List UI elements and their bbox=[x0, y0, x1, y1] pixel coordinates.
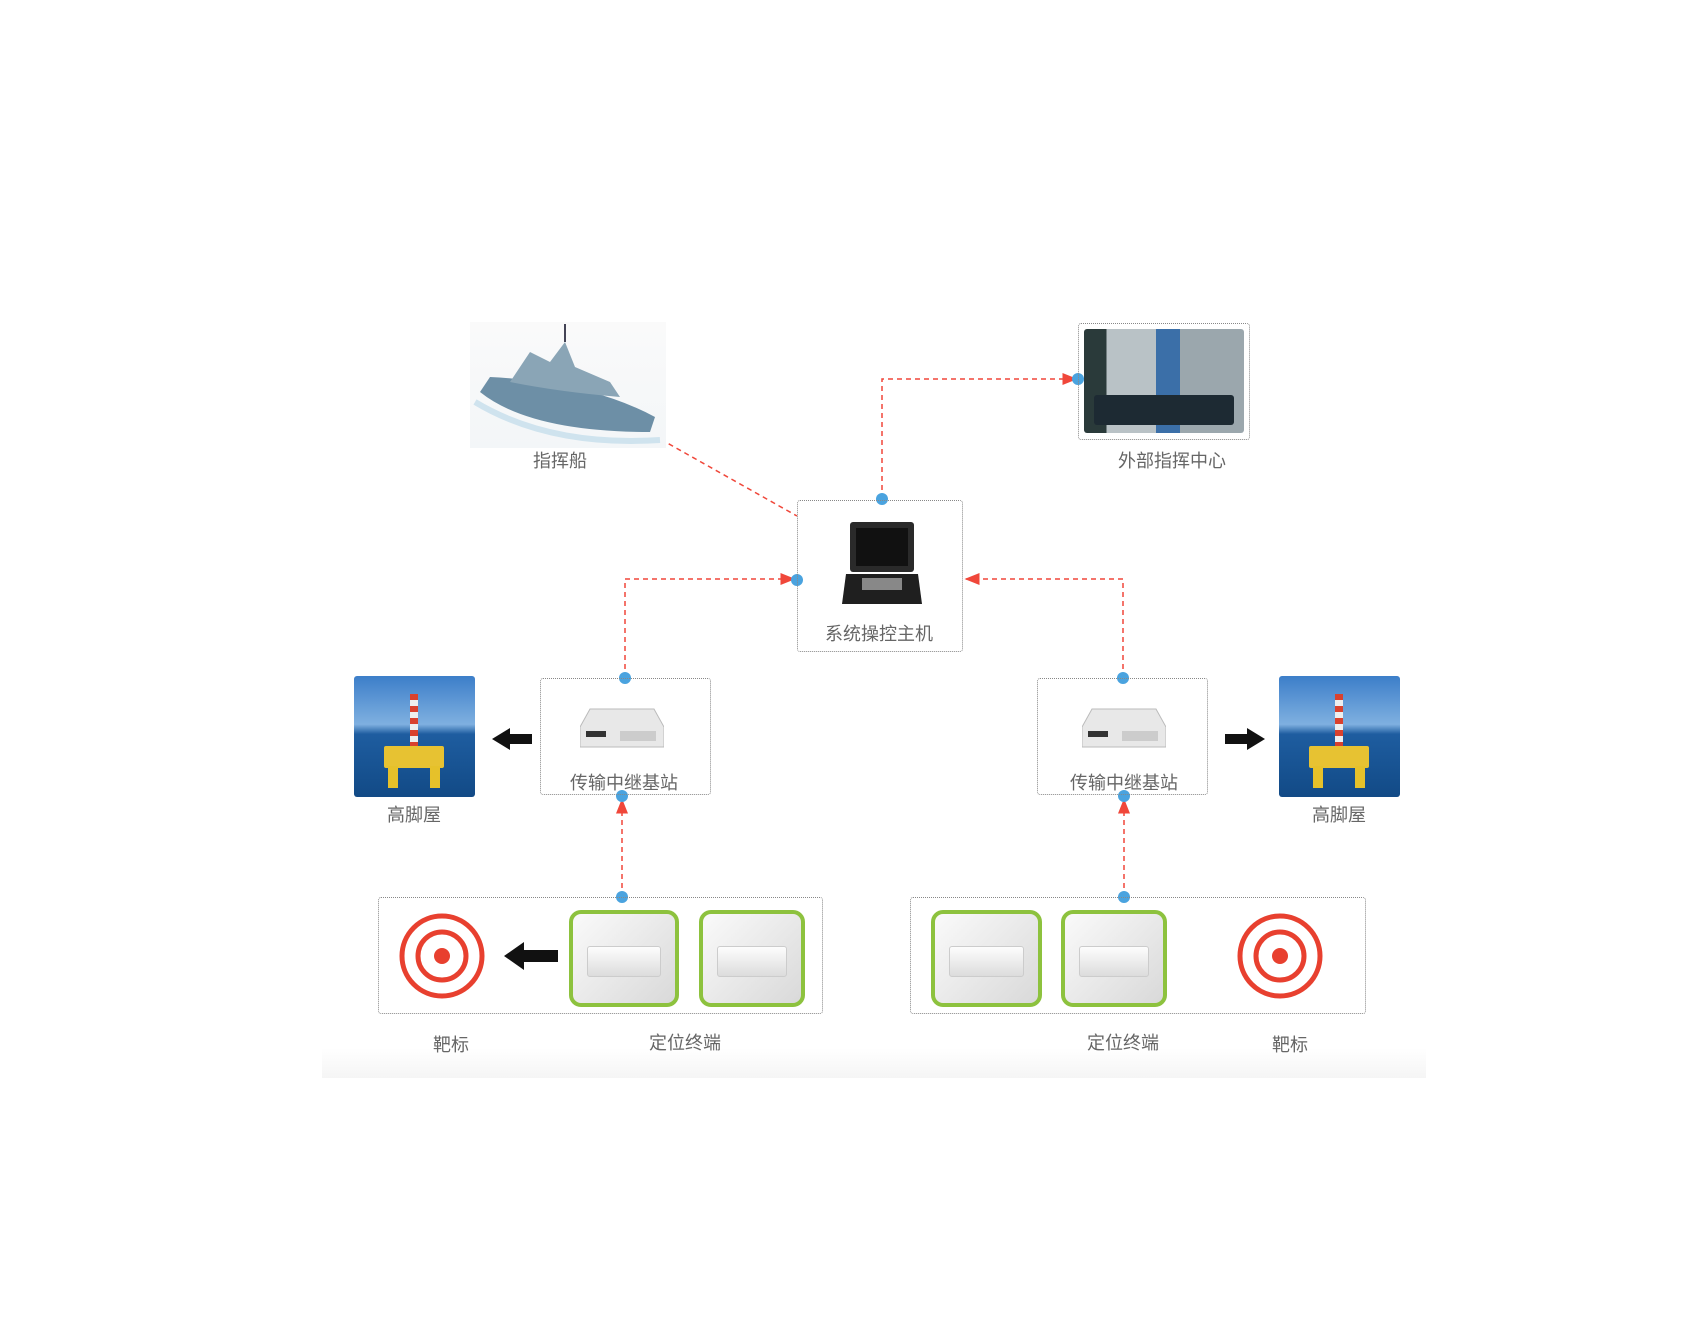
command-center-image bbox=[1084, 329, 1244, 433]
target-icon bbox=[399, 913, 485, 999]
relay-left-label: 传输中继基站 bbox=[570, 773, 678, 794]
left-relay-to-host-link bbox=[624, 573, 796, 678]
external-center-label: 外部指挥中心 bbox=[1118, 451, 1226, 472]
bottom-shadow-band bbox=[322, 1048, 1426, 1078]
arrow-left-icon bbox=[504, 942, 558, 970]
stilt-house-right-label: 高脚屋 bbox=[1312, 805, 1366, 826]
port-dot bbox=[616, 790, 628, 802]
command-ship-image bbox=[470, 322, 666, 448]
laptop-icon bbox=[842, 520, 922, 608]
right-relay-to-host-link bbox=[964, 573, 1124, 678]
target-left-label: 靶标 bbox=[433, 1035, 469, 1056]
stilt-house-left-label: 高脚屋 bbox=[387, 805, 441, 826]
left-terminal-group[interactable] bbox=[378, 897, 823, 1014]
terminal-left-label: 定位终端 bbox=[649, 1033, 721, 1054]
external-center-node[interactable] bbox=[1078, 323, 1250, 440]
host-to-center-link bbox=[881, 373, 1078, 499]
server-icon bbox=[579, 705, 665, 749]
right-terminal-group[interactable] bbox=[910, 897, 1366, 1014]
stilt-house-left-image bbox=[354, 676, 475, 797]
positioning-terminal-device bbox=[931, 910, 1042, 1007]
positioning-terminal-device bbox=[1061, 910, 1167, 1007]
ship-icon bbox=[473, 324, 661, 444]
command-ship-label: 指挥船 bbox=[533, 451, 587, 472]
arrow-right-icon bbox=[1225, 728, 1265, 750]
server-icon bbox=[1081, 705, 1167, 749]
target-icon bbox=[1237, 913, 1323, 999]
port-dot bbox=[876, 493, 888, 505]
relay-left-node[interactable] bbox=[540, 678, 711, 795]
host-label: 系统操控主机 bbox=[825, 624, 933, 645]
target-right-label: 靶标 bbox=[1272, 1035, 1308, 1056]
port-dot bbox=[1118, 790, 1130, 802]
positioning-terminal-device bbox=[699, 910, 805, 1007]
relay-right-label: 传输中继基站 bbox=[1070, 773, 1178, 794]
stilt-house-right-image bbox=[1279, 676, 1400, 797]
positioning-terminal-device bbox=[569, 910, 679, 1007]
ship-to-host-link bbox=[652, 434, 798, 517]
relay-right-node[interactable] bbox=[1037, 678, 1208, 795]
arrow-left-icon bbox=[492, 728, 532, 750]
terminal-right-label: 定位终端 bbox=[1087, 1033, 1159, 1054]
host-node[interactable] bbox=[797, 500, 963, 652]
